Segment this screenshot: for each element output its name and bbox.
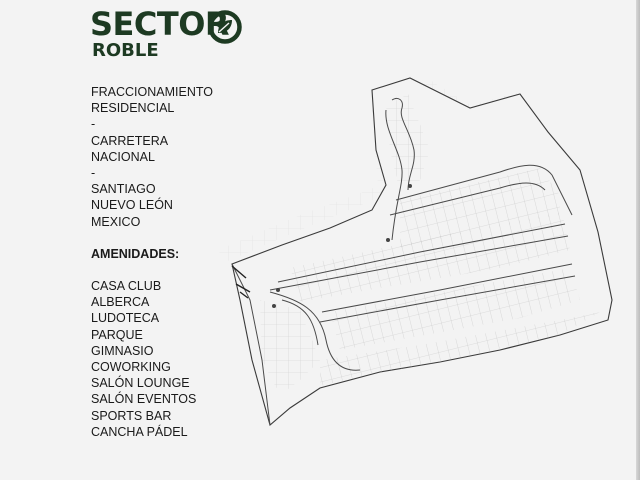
lot-block: [386, 94, 430, 192]
amenity-item: ALBERCA: [91, 295, 150, 310]
amenity-item: COWORKING: [91, 360, 171, 375]
brand-name: SECTOR: [90, 5, 230, 43]
location-line: FRACCIONAMIENTO: [91, 85, 213, 99]
road-network: [231, 97, 576, 426]
location-line: MEXICO: [91, 214, 141, 229]
amenity-item: SPORTS BAR: [91, 408, 172, 423]
brand-subtitle: ROBLE: [92, 40, 159, 61]
amenity-item: SALÓN EVENTOS: [91, 392, 197, 407]
lot-block: [290, 212, 570, 302]
amenity-item: PARQUE: [91, 327, 143, 342]
lot-block: [260, 300, 320, 395]
amenities-list: CASA CLUB ALBERCA LUDOTECA PARQUE GIMNAS…: [91, 278, 213, 440]
lot-block: [320, 312, 600, 386]
location-line: SANTIAGO: [91, 182, 156, 197]
lot-block: [400, 168, 560, 248]
brand-logo-block: SECTOR ROBLE: [90, 5, 242, 61]
location-line: NUEVO LEÓN: [91, 198, 173, 213]
amenity-item: CASA CLUB: [91, 279, 162, 294]
location-line: CARRETERA: [91, 133, 169, 148]
road-end-markers: [272, 184, 412, 308]
leaf-circle-icon: [208, 10, 242, 44]
lot-block: [330, 268, 580, 350]
amenity-item: SALÓN LOUNGE: [91, 376, 190, 391]
entrance-markers: [231, 265, 251, 299]
page-edge: [636, 0, 640, 480]
amenities-heading: AMENIDADES:: [91, 246, 180, 261]
amenity-item: LUDOTECA: [91, 311, 160, 326]
project-info: FRACCIONAMIENTO RESIDENCIAL - CARRETERA …: [91, 84, 213, 440]
location-line: -: [91, 117, 96, 132]
location-line: -: [91, 166, 96, 181]
amenity-item: GIMNASIO: [91, 343, 154, 358]
amenity-item: CANCHA PÁDEL: [91, 424, 188, 439]
location-line: NACIONAL: [91, 149, 155, 164]
location-line: RESIDENCIAL: [91, 101, 175, 116]
